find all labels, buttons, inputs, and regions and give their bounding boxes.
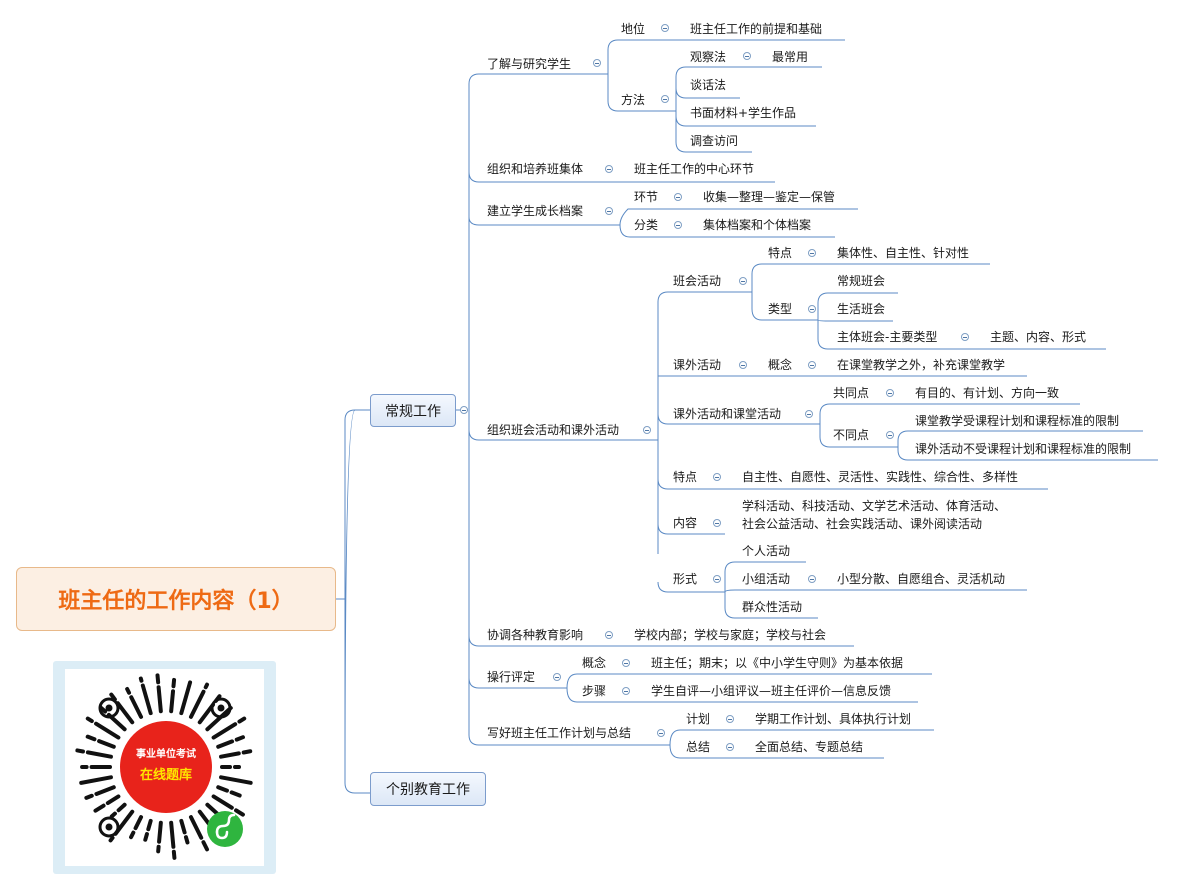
topic-cm-type-main[interactable]: 主体班会-主要类型 xyxy=(837,330,938,344)
qr-line1: 事业单位考试 xyxy=(136,747,196,760)
topic-conduct-concept-value[interactable]: 班主任；期末；以《中小学生守则》为基本依据 xyxy=(651,656,904,670)
topic-coordinate-value[interactable]: 学校内部；学校与家庭；学校与社会 xyxy=(634,628,827,642)
topic-archive-steps[interactable]: 环节 xyxy=(634,190,659,204)
topic-position-value[interactable]: 班主任工作的前提和基础 xyxy=(690,22,823,36)
topic-difference-2[interactable]: 课外活动不受课程计划和课程标准的限制 xyxy=(915,442,1132,456)
collapse-icon[interactable] xyxy=(808,575,816,583)
topic-observation-note[interactable]: 最常用 xyxy=(772,50,809,64)
topic-cm-types[interactable]: 类型 xyxy=(768,302,793,316)
collapse-icon[interactable] xyxy=(674,193,682,201)
topic-extra-content-value[interactable]: 学科活动、科技活动、文学艺术活动、体育活动、 社会公益活动、社会实践活动、课外阅… xyxy=(742,499,1007,531)
topic-archive[interactable]: 建立学生成长档案 xyxy=(487,204,584,218)
topic-form-individual[interactable]: 个人活动 xyxy=(742,544,791,558)
topic-summary[interactable]: 总结 xyxy=(686,740,711,754)
collapse-icon[interactable] xyxy=(739,277,747,285)
collapse-icon[interactable] xyxy=(726,743,734,751)
topic-archive-steps-value[interactable]: 收集—整理—鉴定—保管 xyxy=(703,190,836,204)
topic-position[interactable]: 地位 xyxy=(621,22,646,36)
collapse-icon[interactable] xyxy=(605,631,613,639)
collapse-icon[interactable] xyxy=(605,207,613,215)
collapse-icon[interactable] xyxy=(713,519,721,527)
topic-common-value[interactable]: 有目的、有计划、方向一致 xyxy=(915,386,1060,400)
topic-cm-features-value[interactable]: 集体性、自主性、针对性 xyxy=(837,246,970,260)
topic-study-students[interactable]: 了解与研究学生 xyxy=(487,57,572,71)
individual-education-node[interactable]: 个别教育工作 xyxy=(370,772,486,806)
collapse-icon[interactable] xyxy=(886,389,894,397)
topic-conduct-concept[interactable]: 概念 xyxy=(582,656,607,670)
collapse-icon[interactable] xyxy=(661,24,669,32)
topic-archive-types[interactable]: 分类 xyxy=(634,218,659,232)
collapse-icon[interactable] xyxy=(805,410,813,418)
topic-plan-value[interactable]: 学期工作计划、具体执行计划 xyxy=(755,712,912,726)
root-topic[interactable]: 班主任的工作内容（1） xyxy=(16,567,336,631)
topic-form-group-note[interactable]: 小型分散、自愿组合、灵活机动 xyxy=(837,572,1006,586)
topic-conduct[interactable]: 操行评定 xyxy=(487,670,536,684)
collapse-icon[interactable] xyxy=(808,361,816,369)
topic-collective[interactable]: 组织和培养班集体 xyxy=(487,162,584,176)
collapse-icon[interactable] xyxy=(713,575,721,583)
topic-archive-types-value[interactable]: 集体档案和个体档案 xyxy=(703,218,812,232)
collapse-icon[interactable] xyxy=(674,221,682,229)
collapse-icon[interactable] xyxy=(808,305,816,313)
topic-difference-1[interactable]: 课堂教学受课程计划和课程标准的限制 xyxy=(915,414,1120,428)
topic-compare[interactable]: 课外活动和课堂活动 xyxy=(673,407,782,421)
topic-extra-concept-value[interactable]: 在课堂教学之外，补充课堂教学 xyxy=(837,358,1006,372)
topic-conduct-steps-value[interactable]: 学生自评—小组评议—班主任评价—信息反馈 xyxy=(651,684,892,698)
qr-line2: 在线题库 xyxy=(140,767,192,783)
topic-methods[interactable]: 方法 xyxy=(621,93,646,107)
collapse-icon[interactable] xyxy=(886,431,894,439)
topic-form-group[interactable]: 小组活动 xyxy=(742,572,791,586)
collapse-icon[interactable] xyxy=(553,673,561,681)
topic-difference[interactable]: 不同点 xyxy=(833,428,870,442)
collapse-icon[interactable] xyxy=(661,95,669,103)
topic-cm-type-life[interactable]: 生活班会 xyxy=(837,302,886,316)
collapse-icon[interactable] xyxy=(593,59,601,67)
topic-observation[interactable]: 观察法 xyxy=(690,50,727,64)
topic-common[interactable]: 共同点 xyxy=(833,386,870,400)
collapse-icon[interactable] xyxy=(460,406,468,414)
topic-survey[interactable]: 调查访问 xyxy=(690,134,739,148)
topic-extra-features-value[interactable]: 自主性、自愿性、灵活性、实践性、综合性、多样性 xyxy=(742,470,1019,484)
collapse-icon[interactable] xyxy=(726,715,734,723)
topic-class-meeting[interactable]: 班会活动 xyxy=(673,274,722,288)
collapse-icon[interactable] xyxy=(743,52,751,60)
topic-cm-type-main-note[interactable]: 主题、内容、形式 xyxy=(990,330,1087,344)
topic-form-mass[interactable]: 群众性活动 xyxy=(742,600,803,614)
qr-code-panel: 事业单位考试 在线题库 xyxy=(53,661,276,874)
topic-cm-type-regular[interactable]: 常规班会 xyxy=(837,274,886,288)
collapse-icon[interactable] xyxy=(622,659,630,667)
topic-plan-summary[interactable]: 写好班主任工作计划与总结 xyxy=(487,726,632,740)
topic-extra-concept[interactable]: 概念 xyxy=(768,358,793,372)
collapse-icon[interactable] xyxy=(605,165,613,173)
topic-extra-features[interactable]: 特点 xyxy=(673,470,698,484)
collapse-icon[interactable] xyxy=(713,473,721,481)
topic-activities[interactable]: 组织班会活动和课外活动 xyxy=(487,423,620,437)
qr-code-icon: 事业单位考试 在线题库 xyxy=(75,673,253,860)
topic-collective-value[interactable]: 班主任工作的中心环节 xyxy=(634,162,755,176)
topic-extra-forms[interactable]: 形式 xyxy=(673,572,698,586)
collapse-icon[interactable] xyxy=(739,361,747,369)
topic-summary-value[interactable]: 全面总结、专题总结 xyxy=(755,740,864,754)
collapse-icon[interactable] xyxy=(808,249,816,257)
topic-plan[interactable]: 计划 xyxy=(686,712,711,726)
collapse-icon[interactable] xyxy=(657,729,665,737)
routine-work-node[interactable]: 常规工作 xyxy=(370,394,456,427)
topic-cm-features[interactable]: 特点 xyxy=(768,246,793,260)
topic-written-material[interactable]: 书面材料+学生作品 xyxy=(690,106,797,120)
collapse-icon[interactable] xyxy=(622,687,630,695)
collapse-icon[interactable] xyxy=(961,333,969,341)
topic-coordinate[interactable]: 协调各种教育影响 xyxy=(487,628,584,642)
topic-extracurricular[interactable]: 课外活动 xyxy=(673,358,722,372)
topic-talk[interactable]: 谈话法 xyxy=(690,78,727,92)
wechat-mini-program-icon xyxy=(207,811,243,847)
collapse-icon[interactable] xyxy=(643,426,651,434)
topic-extra-content[interactable]: 内容 xyxy=(673,516,698,530)
topic-conduct-steps[interactable]: 步骤 xyxy=(582,684,607,698)
